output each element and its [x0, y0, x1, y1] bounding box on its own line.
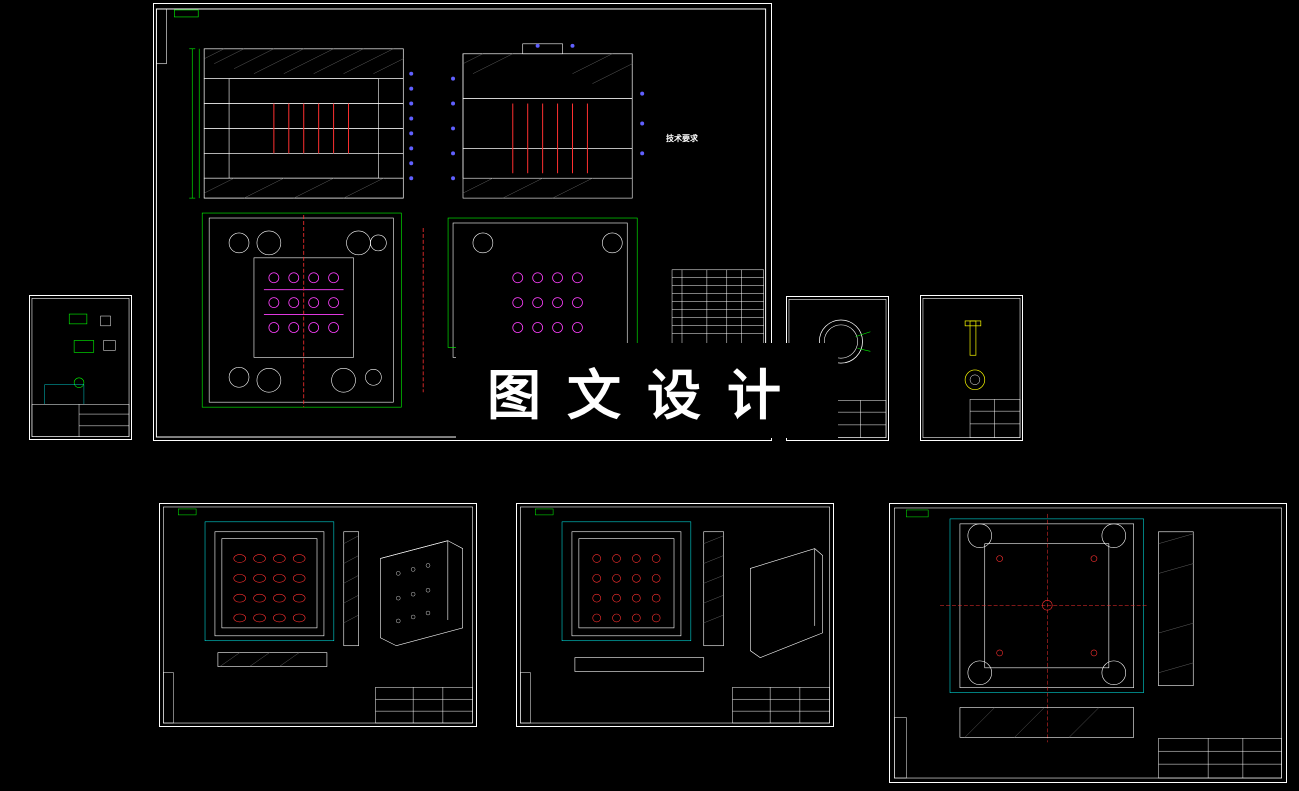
- core-plate-sheet[interactable]: [516, 503, 834, 727]
- technical-requirements: 技术要求: [666, 134, 698, 147]
- cavity-plate-drawing: [163, 506, 473, 724]
- plate-drawing-large: [894, 507, 1282, 779]
- technical-requirements-title: 技术要求: [666, 134, 698, 143]
- part-drawing-1: [31, 298, 130, 437]
- part-drawing-sheet-3[interactable]: [920, 295, 1023, 441]
- part-drawing-sheet-1[interactable]: [29, 295, 132, 440]
- part-drawing-3: [922, 298, 1021, 438]
- watermark-background: [456, 343, 838, 438]
- plate-sheet-large[interactable]: [889, 503, 1287, 783]
- assembly-drawing: [155, 8, 767, 438]
- core-plate-drawing: [520, 506, 830, 724]
- cavity-plate-sheet[interactable]: [159, 503, 477, 727]
- assembly-drawing-sheet[interactable]: 技术要求: [153, 3, 772, 441]
- watermark-text: 图文设计: [487, 364, 807, 427]
